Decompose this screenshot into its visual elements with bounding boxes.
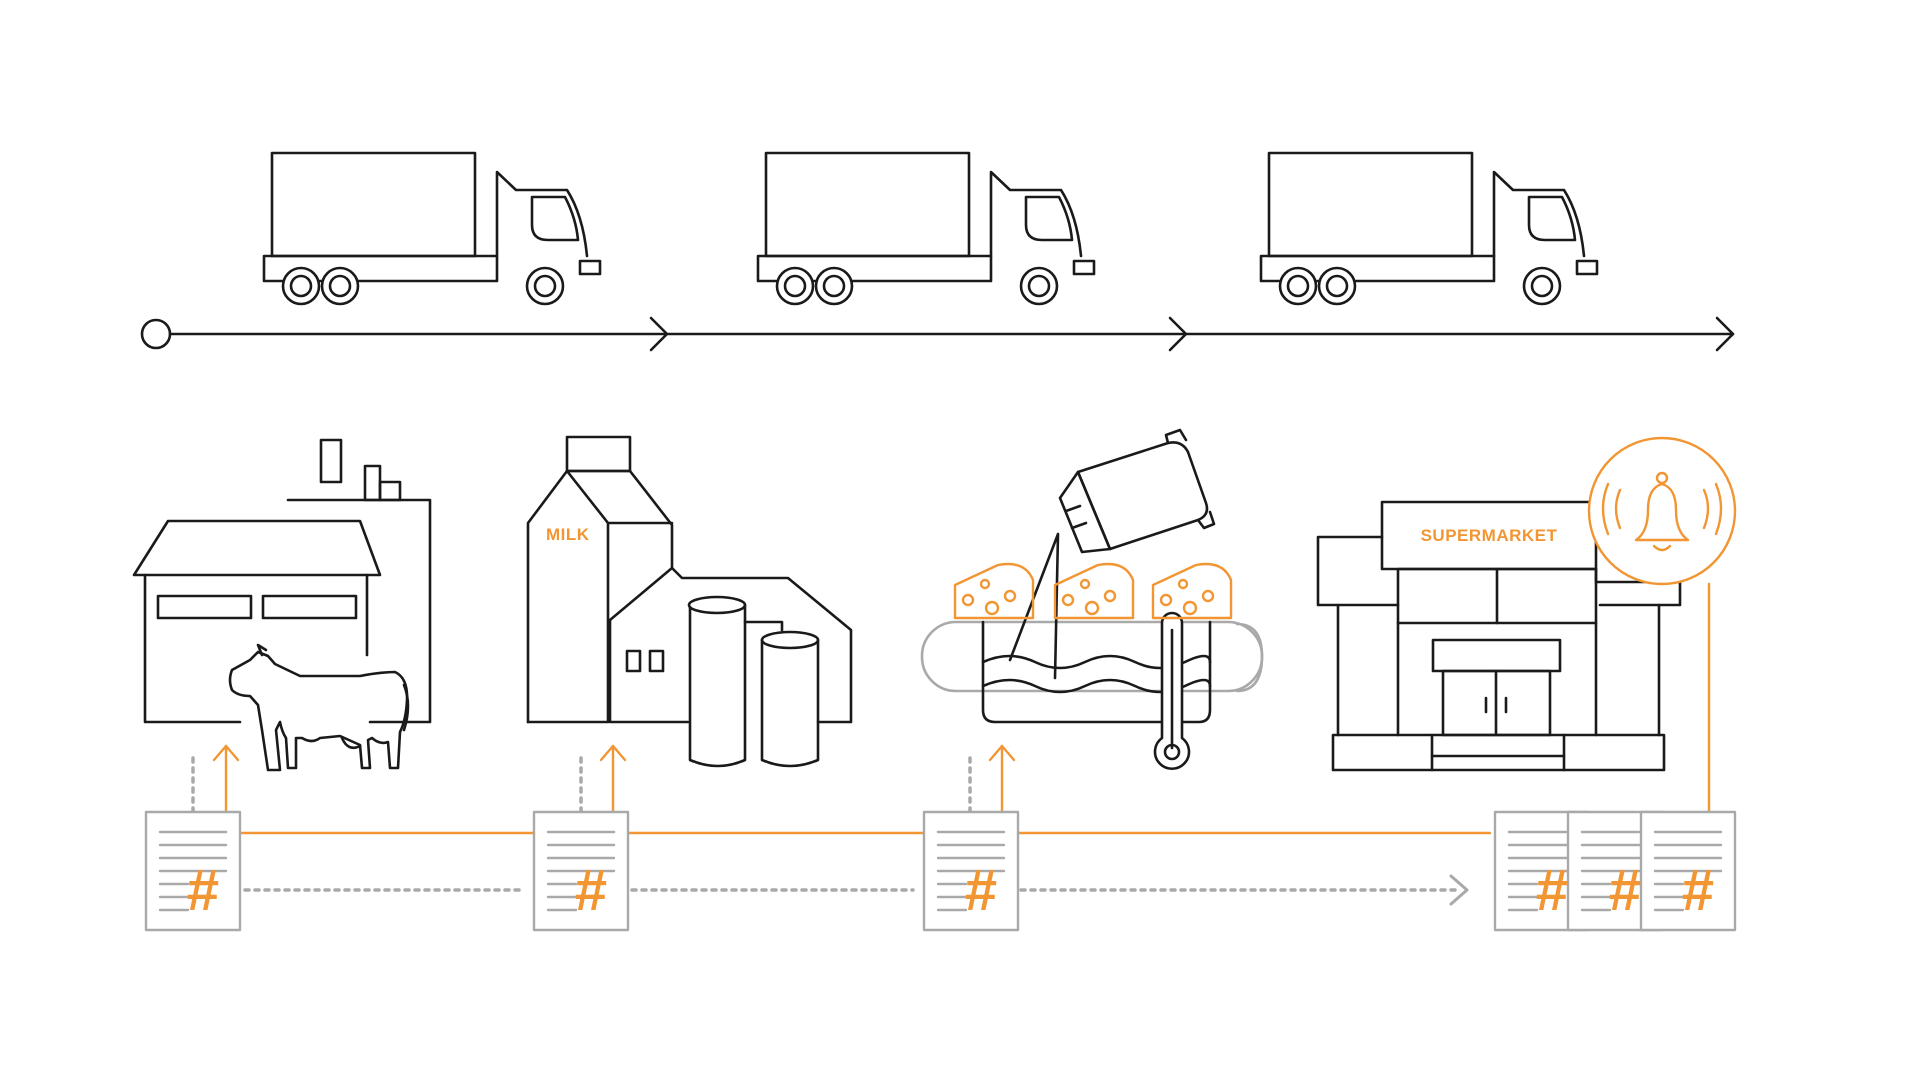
milk-label: MILK — [546, 525, 590, 544]
timeline — [140, 316, 1735, 352]
alert-bell-icon — [1587, 436, 1737, 586]
arrow-up-icon — [599, 744, 627, 762]
arrow-right-icon — [1449, 874, 1469, 906]
record-document-3 — [922, 810, 1020, 932]
truck-icon-3 — [1259, 151, 1599, 306]
gray-dotted-flows — [191, 750, 1460, 892]
truck-icon-1 — [262, 151, 602, 306]
arrow-right-icon — [1715, 316, 1735, 352]
hash-symbol-3: # — [964, 858, 997, 923]
timeline-start-dot — [140, 318, 172, 350]
thermometer-icon — [1153, 611, 1191, 770]
milk-processing-plant-icon — [526, 435, 853, 768]
supermarket-label: SUPERMARKET — [1421, 526, 1558, 545]
arrow-up-icon — [212, 744, 240, 762]
cheese-icons — [953, 562, 1233, 620]
hash-symbol-5: # — [1608, 858, 1641, 923]
cheese-production-icon — [920, 428, 1264, 770]
hash-symbol-6: # — [1681, 858, 1714, 923]
truck-icon-2 — [756, 151, 1096, 306]
hash-symbol-2: # — [574, 858, 607, 923]
hash-symbol-4: # — [1535, 858, 1568, 923]
cow-icon — [228, 643, 410, 772]
record-links — [212, 582, 1711, 835]
milk-jug-icon — [1058, 428, 1216, 554]
record-document-1 — [144, 810, 242, 932]
supermarket-icon — [1316, 500, 1682, 772]
arrow-up-icon — [988, 744, 1016, 762]
record-document-2 — [532, 810, 630, 932]
record-document-6 — [1639, 810, 1737, 932]
hash-symbol-1: # — [186, 858, 219, 923]
chevron-right-icon — [1168, 316, 1188, 352]
chevron-right-icon — [649, 316, 669, 352]
dairy-farm-icon — [132, 438, 432, 724]
